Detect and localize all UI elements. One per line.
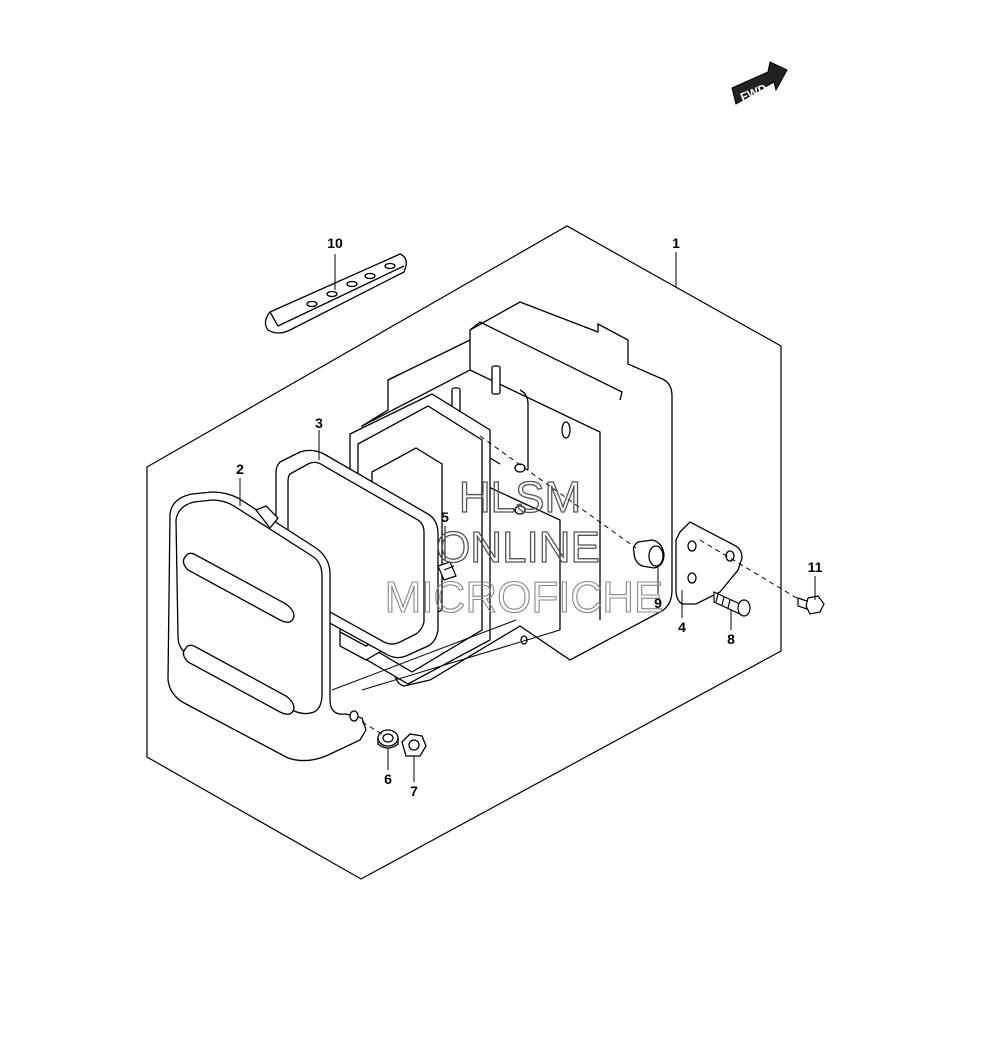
fwd-arrow-icon: FWD: [731, 61, 788, 105]
callout-9: 9: [654, 595, 662, 611]
callout-4: 4: [678, 619, 686, 635]
grommet-part: [632, 539, 665, 569]
callout-2: 2: [236, 461, 244, 477]
leader-lines: [239, 252, 816, 782]
callout-1: 1: [672, 235, 680, 251]
callout-3: 3: [315, 415, 323, 431]
bracket-part: [264, 253, 407, 334]
watermark-line-3: MICROFICHE: [385, 573, 664, 622]
plate-part: [675, 521, 743, 605]
callout-11: 11: [808, 559, 823, 575]
bolt-11-part: [797, 595, 825, 615]
callout-8: 8: [727, 631, 735, 647]
screw-5-part: [437, 561, 457, 581]
screw-8-part: [713, 591, 751, 617]
callouts: 1 10 3 2 5 11 9 4 8 6 7: [236, 235, 823, 799]
watermark-line-2: ONLINE: [436, 523, 600, 572]
watermark: HLSM ONLINE MICROFICHE: [384, 472, 664, 622]
callout-5: 5: [441, 509, 449, 525]
callout-7: 7: [410, 783, 418, 799]
assembly-outline: [146, 225, 782, 880]
nut-part: [401, 733, 427, 757]
watermark-line-1: HLSM: [459, 473, 581, 522]
washer-part: [377, 729, 399, 749]
callout-6: 6: [384, 771, 392, 787]
callout-10: 10: [327, 235, 343, 251]
lens-part: [167, 491, 367, 762]
